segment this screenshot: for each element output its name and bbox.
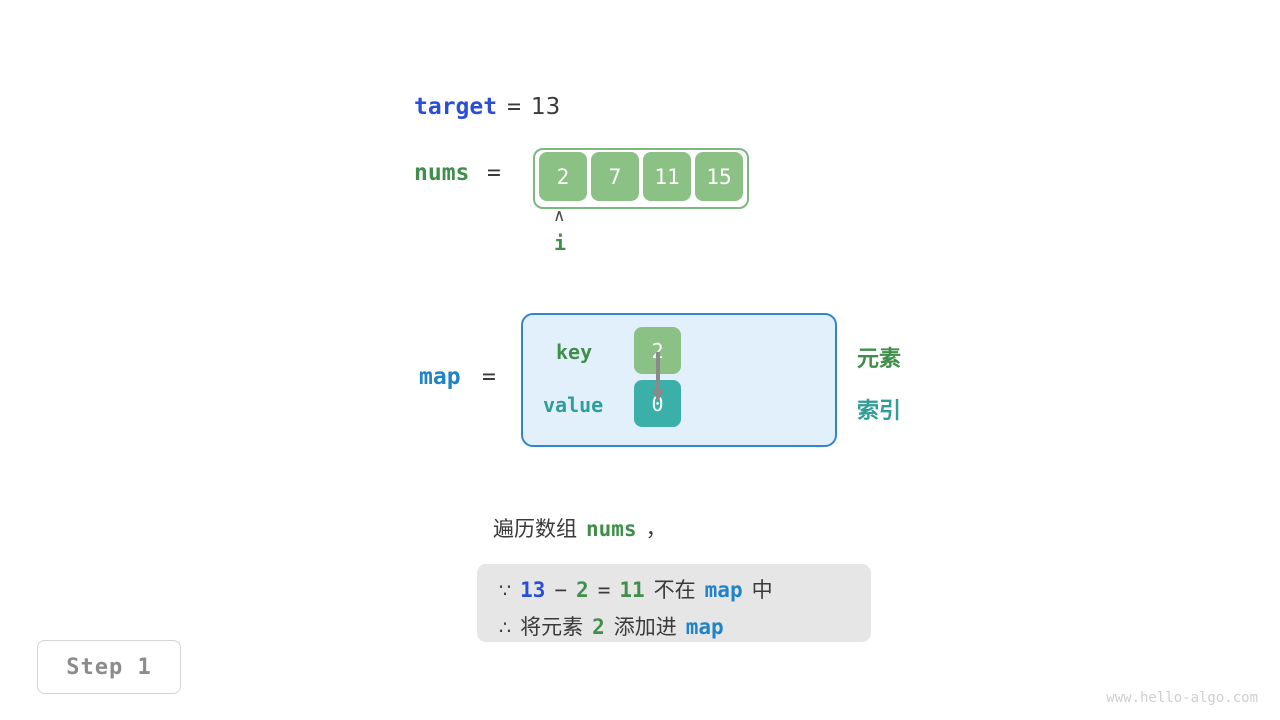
caption-prefix: 遍历数组 bbox=[493, 517, 577, 541]
caption-suffix: ， bbox=[645, 517, 667, 541]
line1-target-value: 13 bbox=[520, 578, 546, 602]
line1-map-code: map bbox=[704, 578, 743, 602]
line1-current-element: 2 bbox=[576, 578, 589, 602]
index-pointer-label: i bbox=[554, 231, 567, 255]
line1-equals-sign: = bbox=[597, 578, 611, 602]
line2-text-2: 添加进 bbox=[613, 615, 677, 639]
target-equals-sign: = bbox=[507, 94, 521, 120]
caption-code: nums bbox=[586, 517, 637, 541]
map-index-side-label: 索引 bbox=[857, 399, 902, 424]
explanation-line-2: ∴ 将元素 2 添加进 map bbox=[499, 611, 724, 641]
line1-minus-sign: − bbox=[554, 578, 568, 602]
array-cell: 7 bbox=[591, 152, 639, 201]
line2-map-code: map bbox=[685, 615, 724, 639]
watermark: www.hello-algo.com bbox=[1106, 690, 1258, 706]
because-symbol-icon: ∵ bbox=[499, 580, 512, 602]
target-variable-label: target bbox=[414, 94, 498, 120]
therefore-symbol-icon: ∴ bbox=[499, 617, 512, 639]
line1-tail: 中 bbox=[751, 578, 773, 602]
map-equals-sign: = bbox=[482, 364, 496, 390]
array-cell: 15 bbox=[695, 152, 743, 201]
line1-text: 不在 bbox=[653, 578, 696, 602]
line2-text-1: 将元素 bbox=[520, 615, 584, 639]
index-pointer-caret-icon: ∧ bbox=[553, 206, 566, 226]
nums-variable-label: nums bbox=[414, 160, 470, 186]
map-variable-label: map bbox=[419, 364, 461, 390]
map-value-label: value bbox=[543, 393, 604, 417]
explanation-line-1: ∵ 13 − 2 = 11 不在 map 中 bbox=[499, 574, 773, 604]
map-element-side-label: 元素 bbox=[857, 347, 902, 372]
target-value: 13 bbox=[530, 94, 561, 120]
array-cell: 11 bbox=[643, 152, 691, 201]
caption-text: 遍历数组 nums ， bbox=[493, 513, 667, 543]
map-key-label: key bbox=[556, 340, 593, 364]
nums-array: 2 7 11 15 bbox=[533, 148, 749, 209]
step-badge: Step 1 bbox=[37, 640, 181, 694]
explanation-box: ∵ 13 − 2 = 11 不在 map 中 ∴ 将元素 2 添加进 map bbox=[477, 564, 871, 642]
key-to-value-arrow-icon bbox=[652, 352, 664, 402]
line1-complement-value: 11 bbox=[619, 578, 645, 602]
line2-element-value: 2 bbox=[592, 615, 605, 639]
array-cell: 2 bbox=[539, 152, 587, 201]
target-row: target = 13 bbox=[414, 94, 560, 120]
nums-equals-sign: = bbox=[487, 160, 501, 186]
